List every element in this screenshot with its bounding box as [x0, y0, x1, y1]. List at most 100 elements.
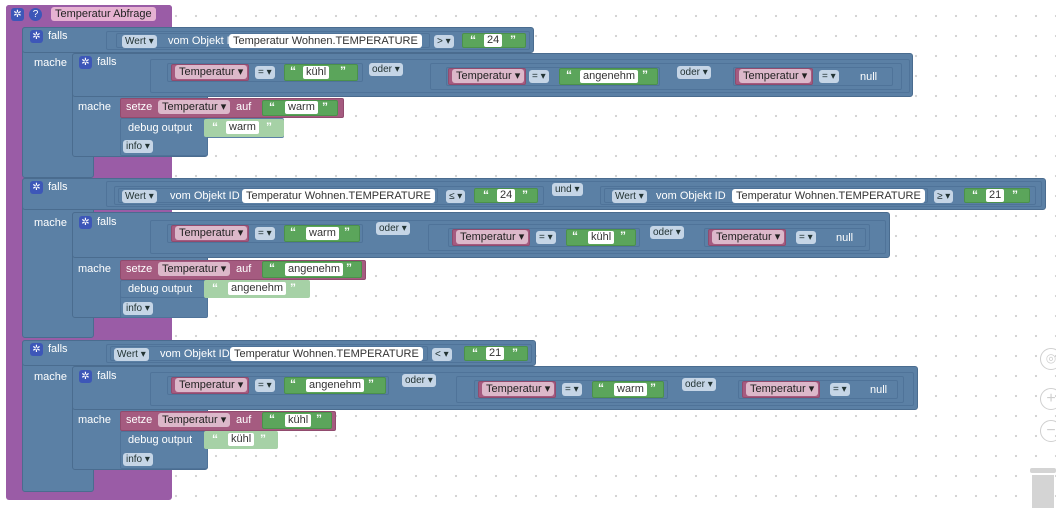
object-id-field[interactable]: Temperatur Wohnen.TEMPERATURE	[242, 189, 435, 203]
oder-dropdown[interactable]: oder ▾	[376, 222, 410, 235]
quote-open-icon: “	[598, 381, 604, 395]
gear-icon[interactable]: ✲	[30, 30, 43, 43]
oder-dropdown[interactable]: oder ▾	[677, 66, 711, 79]
zoom-out-icon[interactable]: −	[1040, 420, 1056, 442]
variable-dropdown[interactable]: Temperatur ▾	[452, 69, 525, 83]
und-dropdown[interactable]: und ▾	[552, 183, 583, 196]
falls-label: falls	[48, 181, 68, 193]
oder-dropdown[interactable]: oder ▾	[402, 374, 436, 387]
vom-objekt-label: vom Objekt ID	[160, 348, 230, 360]
setze-label: setze	[126, 101, 153, 113]
variable-dropdown[interactable]: Temperatur ▾	[712, 230, 785, 244]
wert-dropdown[interactable]: Wert ▾	[122, 190, 157, 203]
quote-open-icon: “	[269, 100, 275, 114]
quote-close-icon: ”	[266, 120, 272, 134]
variable-dropdown[interactable]: Temperatur ▾	[158, 262, 231, 276]
variable-dropdown[interactable]: Temperatur ▾	[482, 382, 555, 396]
variable-dropdown[interactable]: Temperatur ▾	[739, 69, 812, 83]
text-value-field[interactable]: angenehm	[285, 263, 343, 276]
equals-dropdown[interactable]: = ▾	[562, 383, 582, 396]
gear-icon[interactable]: ✲	[79, 56, 92, 69]
zoom-in-icon[interactable]: +	[1040, 388, 1056, 410]
info-dropdown[interactable]: info ▾	[123, 302, 153, 315]
falls-label: falls	[97, 216, 117, 228]
vom-objekt-label: vom Objekt ID	[168, 35, 238, 47]
variable-dropdown[interactable]: Temperatur ▾	[158, 413, 231, 427]
gear-icon[interactable]: ✲	[79, 216, 92, 229]
object-id-field[interactable]: Temperatur Wohnen.TEMPERATURE	[732, 189, 925, 203]
equals-dropdown[interactable]: = ▾	[796, 231, 816, 244]
gear-icon[interactable]: ✲	[79, 370, 92, 383]
variable-dropdown[interactable]: Temperatur ▾	[158, 100, 231, 114]
quote-open-icon: “	[212, 432, 218, 446]
compare-value-field[interactable]: 21	[486, 347, 505, 360]
object-id-field[interactable]: Temperatur Wohnen.TEMPERATURE	[229, 34, 422, 48]
auf-label: auf	[236, 414, 252, 426]
function-name-field[interactable]: Temperatur Abfrage	[51, 7, 156, 21]
recenter-icon[interactable]: ◎	[1040, 348, 1056, 370]
text-value-field[interactable]: kühl	[285, 414, 312, 427]
text-value-field[interactable]: warm	[285, 101, 318, 114]
text-value-field[interactable]: warm	[226, 121, 259, 134]
gear-icon[interactable]: ✲	[30, 343, 43, 356]
quote-open-icon: “	[290, 377, 296, 391]
info-dropdown[interactable]: info ▾	[123, 140, 153, 153]
quote-close-icon: ”	[1012, 188, 1018, 202]
falls-label: falls	[97, 370, 117, 382]
text-value-field[interactable]: kühl	[303, 66, 330, 79]
operator-dropdown[interactable]: > ▾	[434, 35, 454, 48]
trash-icon[interactable]	[1030, 468, 1056, 508]
text-value-field[interactable]: warm	[306, 227, 339, 240]
variable-dropdown[interactable]: Temperatur ▾	[746, 382, 819, 396]
operator-dropdown[interactable]: ≤ ▾	[446, 190, 466, 203]
vom-objekt-label: vom Objekt ID	[656, 190, 726, 202]
quote-close-icon: ”	[346, 261, 352, 275]
quote-close-icon: ”	[340, 64, 346, 78]
oder-dropdown[interactable]: oder ▾	[650, 226, 684, 239]
quote-close-icon: ”	[290, 281, 296, 295]
variable-dropdown[interactable]: Temperatur ▾	[175, 226, 248, 240]
wert-dropdown[interactable]: Wert ▾	[612, 190, 647, 203]
compare-value-field[interactable]: 24	[497, 189, 516, 202]
quote-open-icon: “	[566, 68, 572, 82]
text-value-field[interactable]: kühl	[588, 231, 615, 244]
operator-dropdown[interactable]: < ▾	[432, 348, 452, 361]
equals-dropdown[interactable]: = ▾	[819, 70, 839, 83]
variable-dropdown[interactable]: Temperatur ▾	[175, 65, 248, 79]
variable-dropdown[interactable]: Temperatur ▾	[456, 230, 529, 244]
text-value-field[interactable]: warm	[614, 383, 647, 396]
text-value-field[interactable]: angenehm	[580, 70, 638, 83]
equals-dropdown[interactable]: = ▾	[529, 70, 549, 83]
gear-icon[interactable]: ✲	[11, 8, 24, 21]
equals-dropdown[interactable]: = ▾	[255, 379, 275, 392]
vom-objekt-label: vom Objekt ID	[170, 190, 240, 202]
quote-open-icon: “	[212, 120, 218, 134]
variable-dropdown[interactable]: Temperatur ▾	[175, 378, 248, 392]
equals-dropdown[interactable]: = ▾	[536, 231, 556, 244]
operator-dropdown[interactable]: ≥ ▾	[934, 190, 954, 203]
text-value-field[interactable]: angenehm	[228, 282, 286, 295]
quote-open-icon: “	[290, 225, 296, 239]
compare-value-field[interactable]: 24	[484, 34, 503, 47]
quote-open-icon: “	[572, 229, 578, 243]
info-dropdown[interactable]: info ▾	[123, 453, 153, 466]
equals-dropdown[interactable]: = ▾	[255, 66, 275, 79]
oder-dropdown[interactable]: oder ▾	[369, 63, 403, 76]
quote-open-icon: “	[470, 33, 476, 47]
text-value-field[interactable]: kühl	[228, 433, 255, 446]
quote-close-icon: ”	[344, 225, 350, 239]
help-icon[interactable]: ?	[29, 8, 42, 21]
quote-open-icon: “	[269, 261, 275, 275]
quote-open-icon: “	[972, 188, 978, 202]
wert-dropdown[interactable]: Wert ▾	[114, 348, 149, 361]
mache-label: mache	[78, 414, 112, 426]
equals-dropdown[interactable]: = ▾	[255, 227, 275, 240]
compare-value-field[interactable]: 21	[986, 189, 1005, 202]
wert-dropdown[interactable]: Wert ▾	[122, 35, 157, 48]
quote-close-icon: ”	[650, 381, 656, 395]
text-value-field[interactable]: angenehm	[306, 379, 364, 392]
gear-icon[interactable]: ✲	[30, 181, 43, 194]
equals-dropdown[interactable]: = ▾	[830, 383, 850, 396]
object-id-field[interactable]: Temperatur Wohnen.TEMPERATURE	[230, 347, 423, 361]
oder-dropdown[interactable]: oder ▾	[682, 378, 716, 391]
